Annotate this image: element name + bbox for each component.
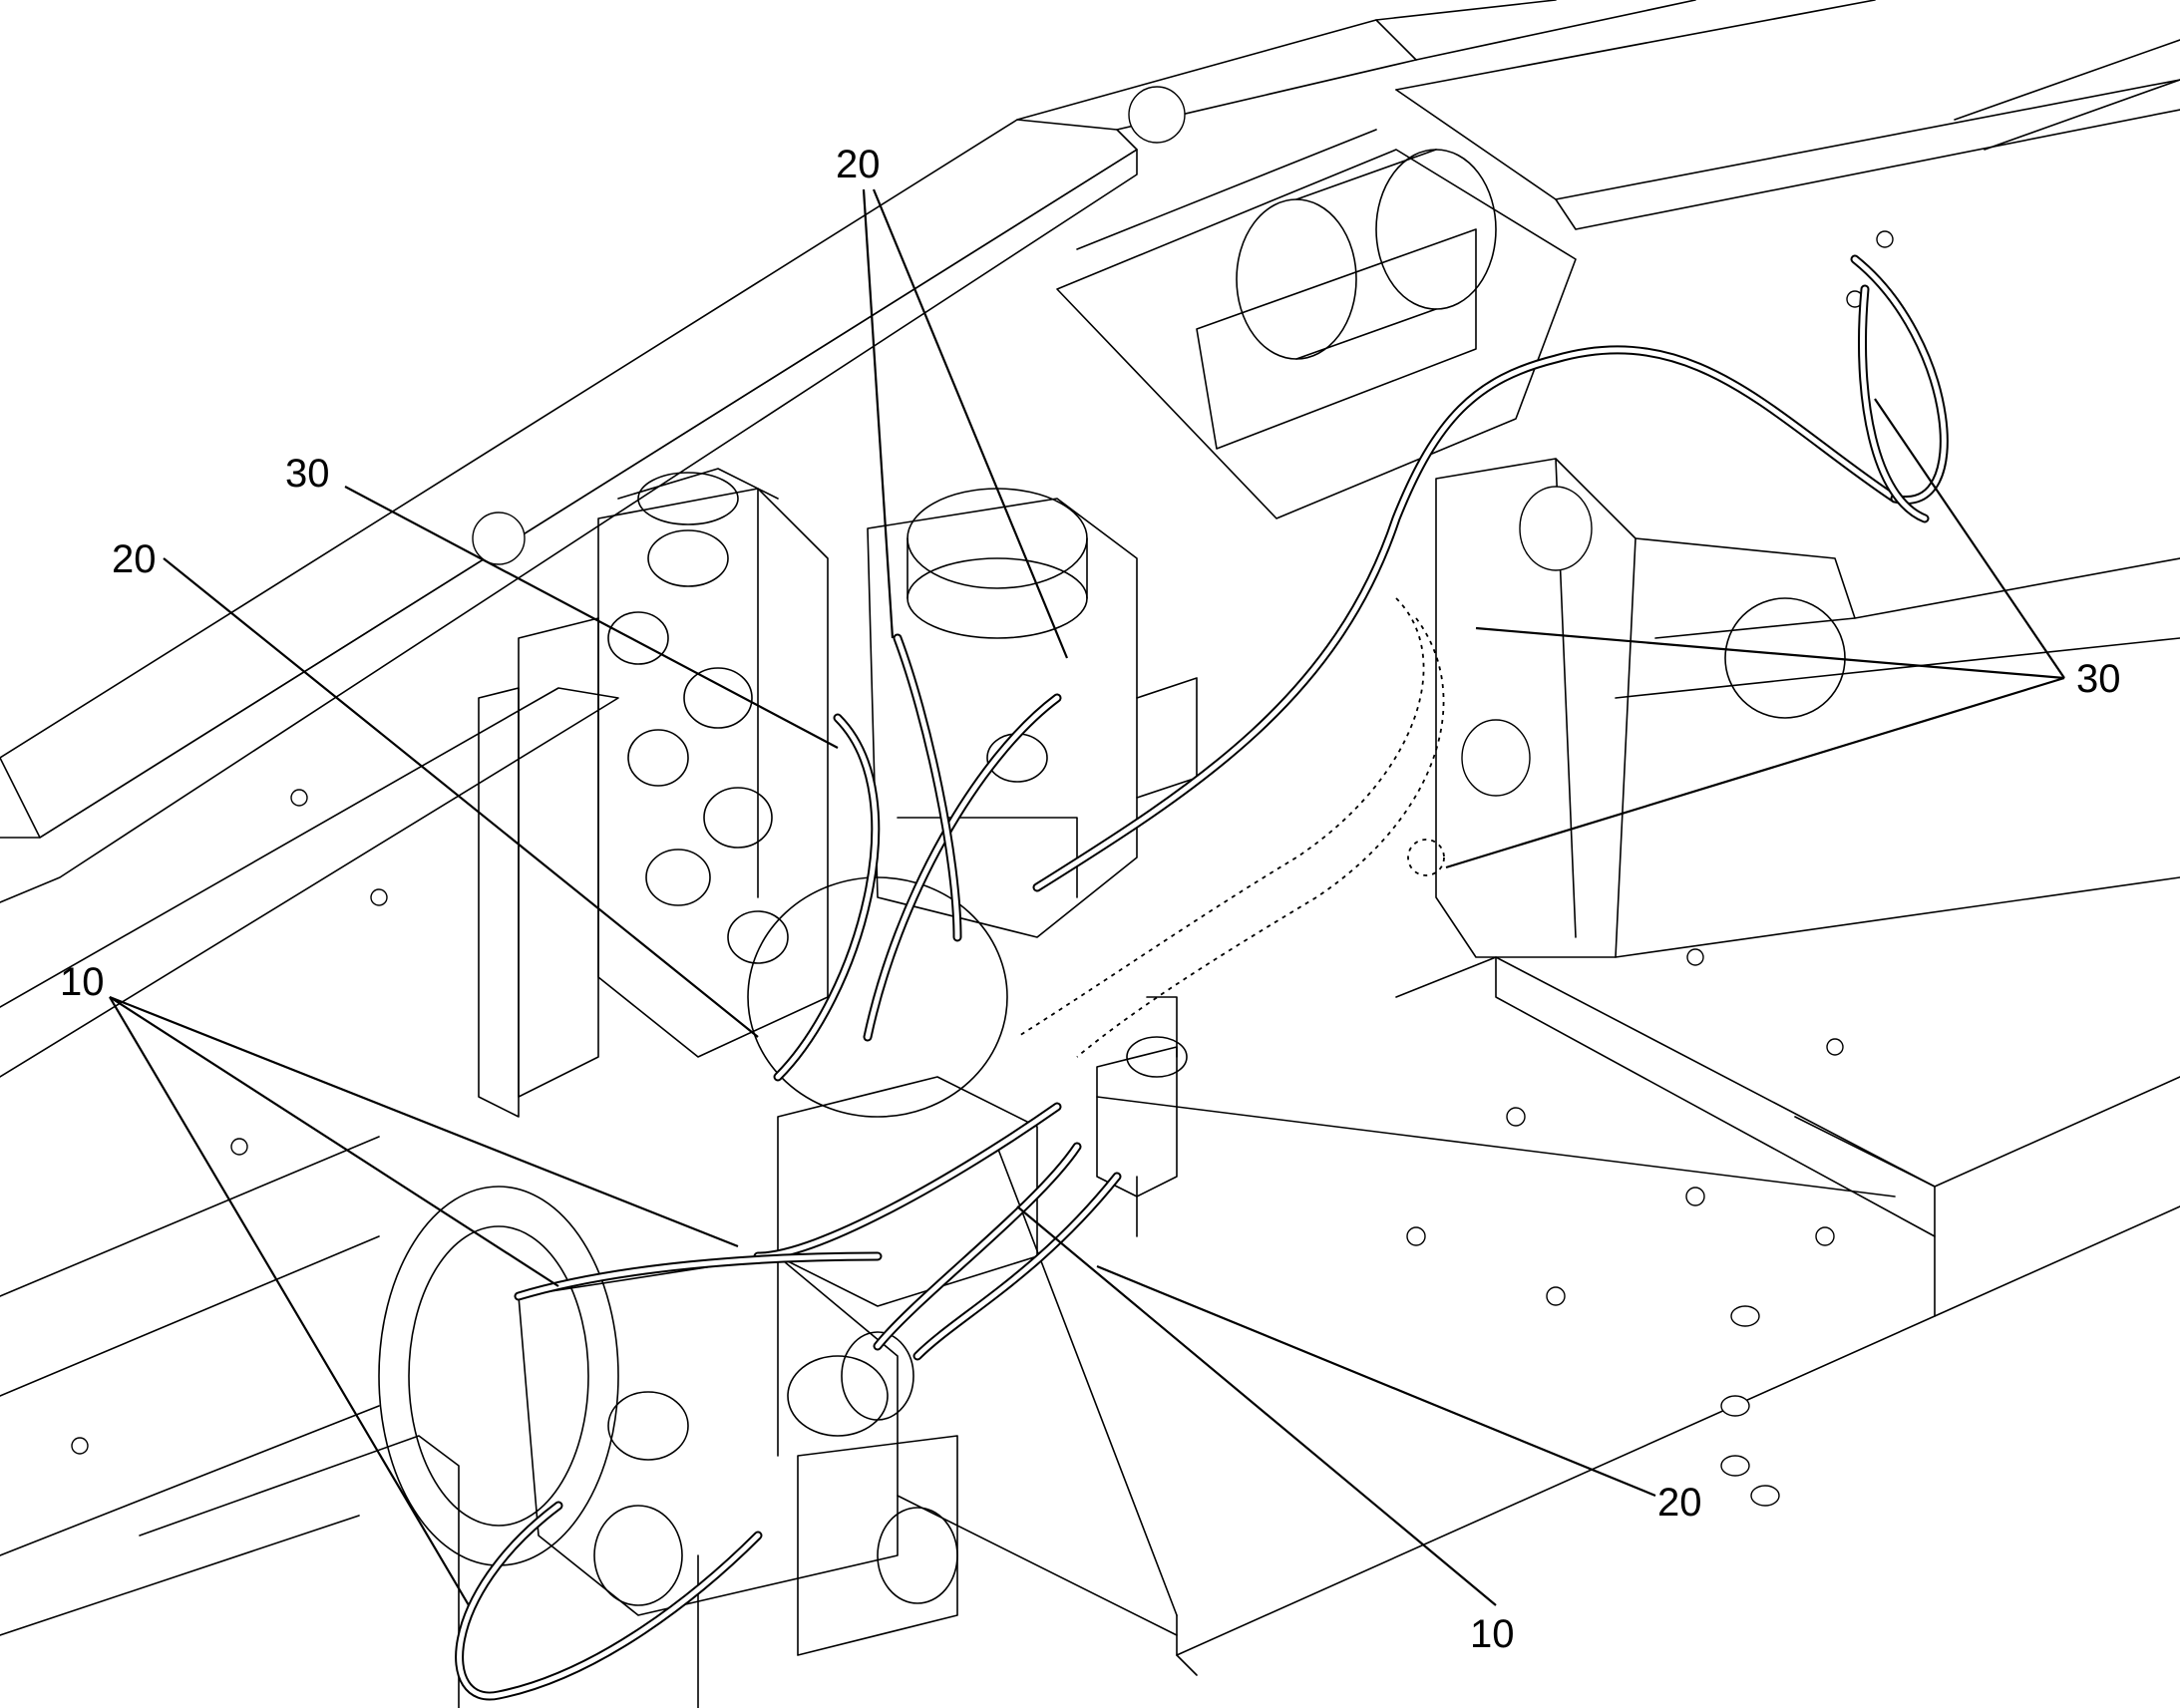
hydraulic-hoses — [455, 254, 1949, 1701]
callout-20-left: 20 — [112, 537, 157, 581]
callout-20-top: 20 — [836, 143, 881, 186]
callout-20-bottom: 20 — [1657, 1481, 1702, 1525]
control-valve-bank — [478, 468, 829, 1118]
callout-30-right: 30 — [2076, 657, 2121, 701]
callout-30-left: 30 — [285, 452, 330, 496]
callout-10-bottom: 10 — [1470, 1612, 1515, 1656]
callout-10-left: 10 — [60, 960, 105, 1004]
upper-motor-assembly — [867, 488, 1198, 938]
callout-labels: 20 30 20 10 30 20 10 — [60, 143, 2121, 1656]
callout-leader-lines — [109, 188, 2065, 1606]
lower-manifold — [747, 876, 1188, 1307]
